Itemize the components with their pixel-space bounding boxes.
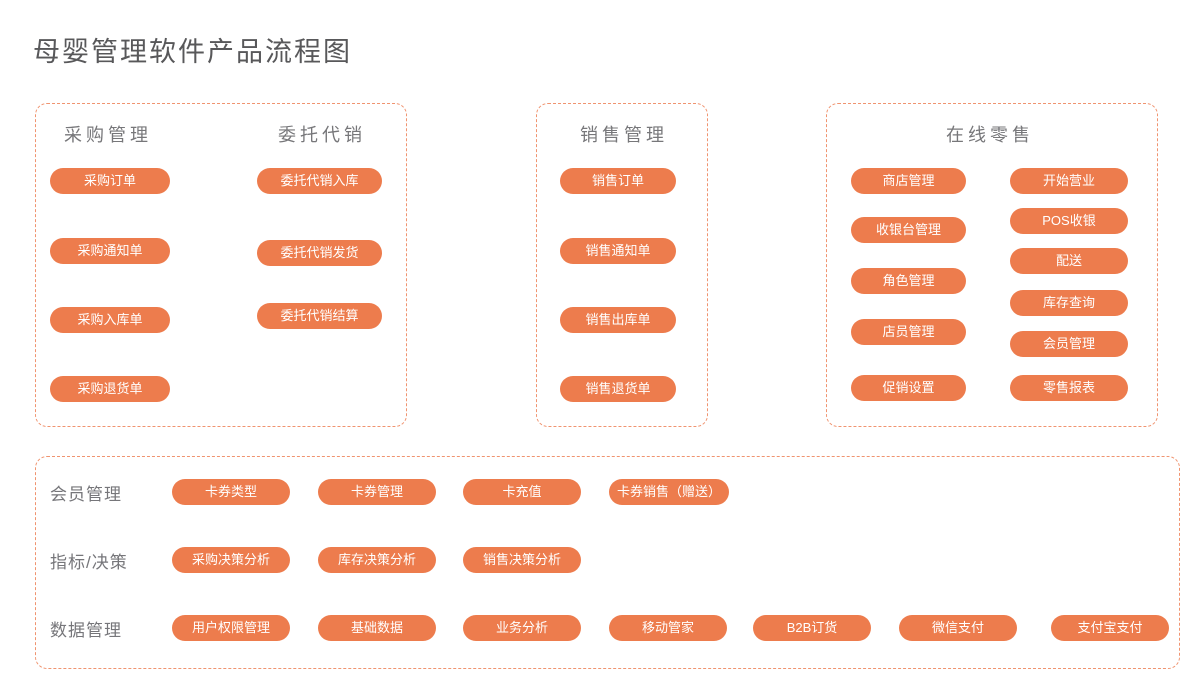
node-basic-data: 基础数据: [318, 615, 436, 641]
data-row-label: 数据管理: [50, 621, 122, 640]
online-retail-box: [826, 103, 1158, 427]
node-sales-outbound: 销售出库单: [560, 307, 676, 333]
node-consignment-inbound: 委托代销入库: [257, 168, 382, 194]
online-retail-heading: 在线零售: [946, 125, 1034, 145]
node-member-management: 会员管理: [1010, 331, 1128, 357]
sales-box: [536, 103, 708, 427]
purchase-consignment-box: [35, 103, 407, 427]
page-title: 母婴管理软件产品流程图: [33, 37, 352, 67]
node-purchase-notice: 采购通知单: [50, 238, 170, 264]
node-delivery: 配送: [1010, 248, 1128, 274]
node-alipay-pay: 支付宝支付: [1051, 615, 1169, 641]
purchase-heading: 采购管理: [64, 125, 152, 145]
node-b2b-ordering: B2B订货: [753, 615, 871, 641]
sales-heading: 销售管理: [580, 125, 668, 145]
node-card-management: 卡券管理: [318, 479, 436, 505]
node-card-type: 卡券类型: [172, 479, 290, 505]
node-cashier-management: 收银台管理: [851, 217, 966, 243]
node-wechat-pay: 微信支付: [899, 615, 1017, 641]
node-mobile-manager: 移动管家: [609, 615, 727, 641]
node-start-business: 开始营业: [1010, 168, 1128, 194]
node-sales-order: 销售订单: [560, 168, 676, 194]
decision-row-label: 指标/决策: [50, 553, 128, 572]
node-business-analysis: 业务分析: [463, 615, 581, 641]
node-inventory-query: 库存查询: [1010, 290, 1128, 316]
node-sales-return: 销售退货单: [560, 376, 676, 402]
node-card-recharge: 卡充值: [463, 479, 581, 505]
node-purchase-decision-analysis: 采购决策分析: [172, 547, 290, 573]
node-store-management: 商店管理: [851, 168, 966, 194]
node-sales-decision-analysis: 销售决策分析: [463, 547, 581, 573]
node-purchase-inbound: 采购入库单: [50, 307, 170, 333]
node-card-sales-gift: 卡券销售（赠送）: [609, 479, 729, 505]
node-consignment-shipment: 委托代销发货: [257, 240, 382, 266]
consignment-heading: 委托代销: [278, 125, 366, 145]
node-purchase-return: 采购退货单: [50, 376, 170, 402]
node-purchase-order: 采购订单: [50, 168, 170, 194]
node-pos-cashier: POS收银: [1010, 208, 1128, 234]
node-consignment-settlement: 委托代销结算: [257, 303, 382, 329]
node-sales-notice: 销售通知单: [560, 238, 676, 264]
node-role-management: 角色管理: [851, 268, 966, 294]
node-retail-reports: 零售报表: [1010, 375, 1128, 401]
node-promotion-settings: 促销设置: [851, 375, 966, 401]
node-inventory-decision-analysis: 库存决策分析: [318, 547, 436, 573]
node-user-permission: 用户权限管理: [172, 615, 290, 641]
node-clerk-management: 店员管理: [851, 319, 966, 345]
bottom-box: [35, 456, 1180, 669]
member-row-label: 会员管理: [50, 485, 122, 504]
